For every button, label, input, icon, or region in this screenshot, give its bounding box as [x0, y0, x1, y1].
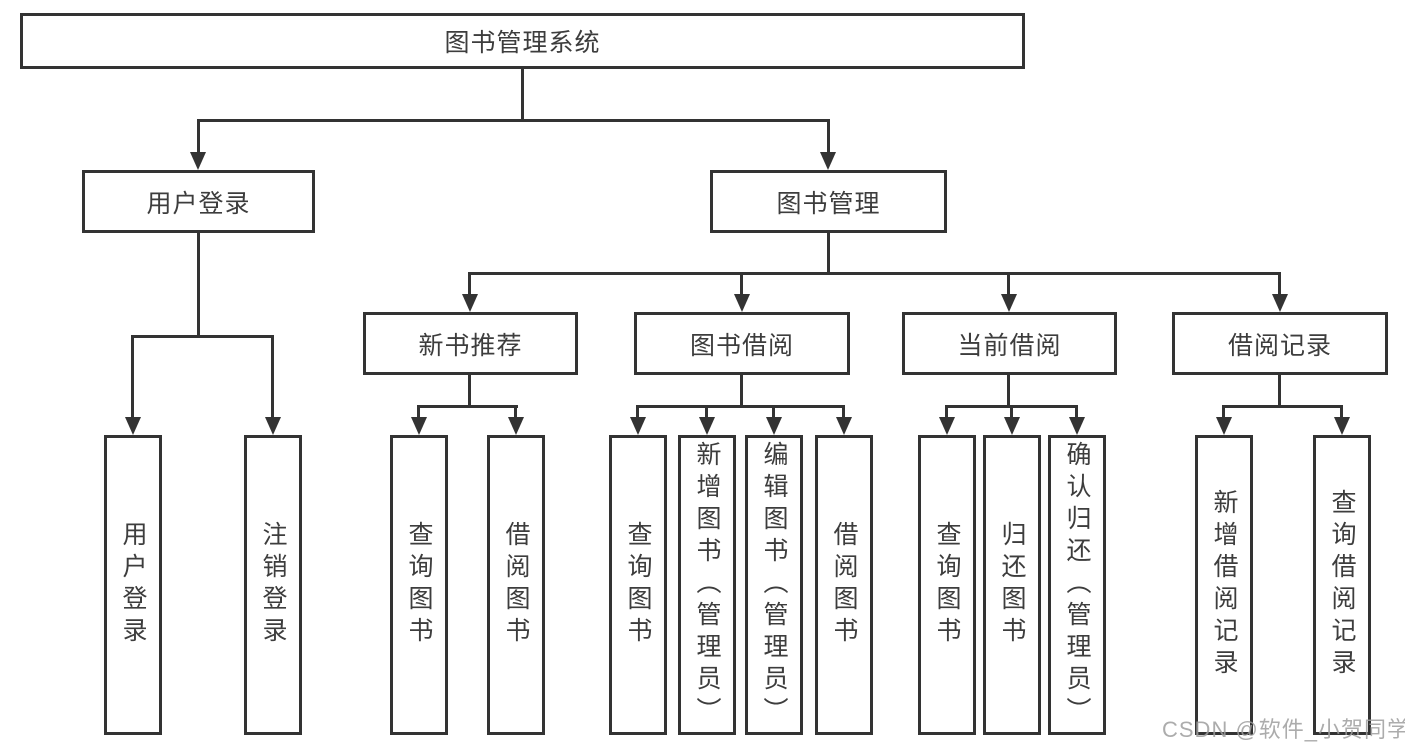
connector-root-stem	[521, 69, 524, 120]
connector-drop-g2-leaf4	[842, 405, 845, 419]
leaf-add-borrow-record: 新增借阅记录	[1195, 435, 1253, 735]
arrowhead-book-management	[820, 152, 836, 170]
connector-drop-g4-leaf2	[1340, 405, 1343, 419]
connector-drop-g1-leaf1	[417, 405, 420, 419]
arrowhead-g3-leaf1	[939, 417, 955, 435]
arrowhead-g2-leaf1	[630, 417, 646, 435]
arrowhead-user-login	[190, 152, 206, 170]
connector-group4-stem	[1278, 375, 1281, 406]
connector-drop-g4-leaf1	[1222, 405, 1225, 419]
arrowhead-current-borrow	[1001, 294, 1017, 312]
arrowhead-g1-leaf2	[508, 417, 524, 435]
connector-group2-rail	[636, 405, 845, 408]
node-new-book-recommend: 新书推荐	[363, 312, 578, 375]
connector-group1-rail	[417, 405, 518, 408]
arrowhead-borrow-records	[1272, 294, 1288, 312]
connector-group1-stem	[468, 375, 471, 406]
connector-user-login-stem	[197, 233, 200, 336]
leaf-return-books: 归还图书	[983, 435, 1041, 735]
connector-group2-stem	[740, 375, 743, 406]
connector-drop-g3-leaf3	[1075, 405, 1078, 419]
connector-drop-g2-leaf2	[705, 405, 708, 419]
arrowhead-g3-leaf3	[1069, 417, 1085, 435]
leaf-query-books-recommend: 查询图书	[390, 435, 448, 735]
arrowhead-leaf-logout	[265, 417, 281, 435]
node-book-management-branch: 图书管理	[710, 170, 947, 233]
node-book-borrow: 图书借阅	[634, 312, 850, 375]
connector-group4-rail	[1222, 405, 1343, 408]
arrowhead-leaf-user-login	[125, 417, 141, 435]
leaf-edit-books-admin: 编辑图书（管理员）	[745, 435, 803, 735]
node-current-borrow: 当前借阅	[902, 312, 1117, 375]
connector-level2-rail	[197, 119, 830, 122]
connector-drop-g2-leaf1	[636, 405, 639, 419]
connector-drop-g3-leaf1	[945, 405, 948, 419]
leaf-borrow-books: 借阅图书	[815, 435, 873, 735]
arrowhead-g3-leaf2	[1004, 417, 1020, 435]
leaf-add-books-admin: 新增图书（管理员）	[678, 435, 736, 735]
connector-drop-book-borrow	[740, 272, 743, 296]
arrowhead-g2-leaf3	[766, 417, 782, 435]
leaf-query-books-borrow: 查询图书	[609, 435, 667, 735]
arrowhead-g1-leaf1	[411, 417, 427, 435]
connector-drop-borrow-records	[1278, 272, 1281, 296]
node-root-library-management-system: 图书管理系统	[20, 13, 1025, 69]
connector-group3-stem	[1007, 375, 1010, 406]
connector-drop-new-book-recommend	[468, 272, 471, 296]
leaf-confirm-return-admin: 确认归还（管理员）	[1048, 435, 1106, 735]
leaf-query-borrow-record: 查询借阅记录	[1313, 435, 1371, 735]
connector-user-login-rail	[132, 335, 274, 338]
csdn-watermark: CSDN @软件_小贺同学	[1162, 717, 1405, 742]
leaf-query-books-current: 查询图书	[918, 435, 976, 735]
connector-level3-rail	[468, 272, 1281, 275]
connector-drop-g2-leaf3	[772, 405, 775, 419]
node-borrow-records: 借阅记录	[1172, 312, 1388, 375]
leaf-user-login: 用户登录	[104, 435, 162, 735]
arrowhead-g2-leaf2	[699, 417, 715, 435]
connector-drop-leaf-user-login	[131, 335, 134, 419]
connector-drop-current-borrow	[1007, 272, 1010, 296]
leaf-borrow-books-recommend: 借阅图书	[487, 435, 545, 735]
arrowhead-book-borrow	[734, 294, 750, 312]
arrowhead-g2-leaf4	[836, 417, 852, 435]
connector-drop-user-login	[197, 119, 200, 155]
arrowhead-g4-leaf2	[1334, 417, 1350, 435]
connector-drop-g1-leaf2	[514, 405, 517, 419]
connector-drop-book-management	[827, 119, 830, 155]
arrowhead-g4-leaf1	[1216, 417, 1232, 435]
connector-book-management-stem	[827, 233, 830, 274]
node-user-login-branch: 用户登录	[82, 170, 315, 233]
connector-drop-leaf-logout	[271, 335, 274, 419]
connector-drop-g3-leaf2	[1010, 405, 1013, 419]
leaf-logout: 注销登录	[244, 435, 302, 735]
arrowhead-new-book-recommend	[462, 294, 478, 312]
